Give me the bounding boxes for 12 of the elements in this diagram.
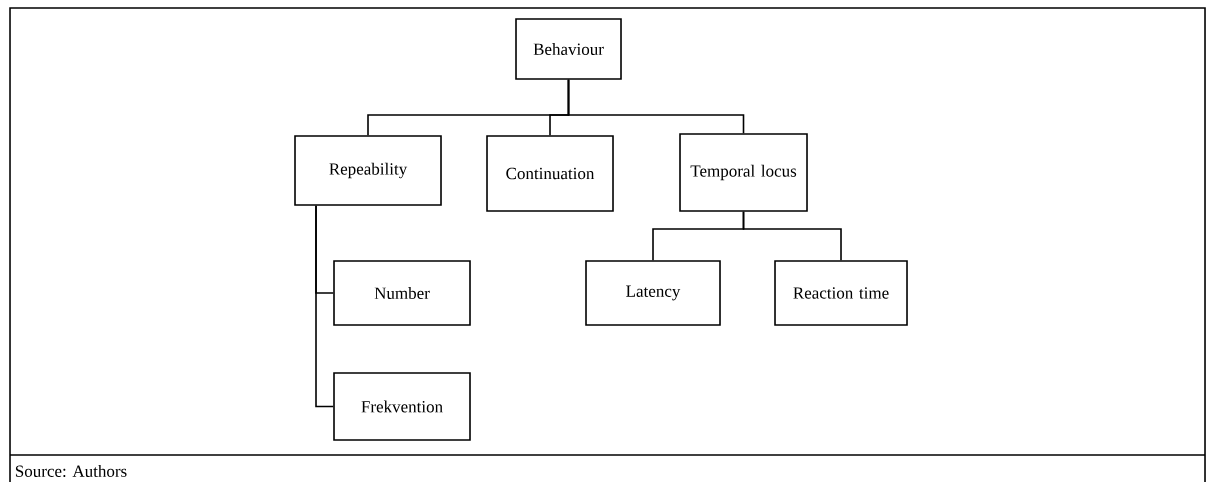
box: Reaction time (774, 260, 908, 326)
box: Temporal locus (679, 133, 808, 212)
connector (567, 79, 745, 134)
box: Latency (585, 260, 721, 326)
box: Continuation (486, 135, 614, 212)
box: Behaviour (515, 18, 622, 80)
connector (315, 205, 334, 408)
box: Number (333, 260, 471, 326)
box: Frekvention (333, 372, 471, 441)
caption: Source: Authors (15, 465, 127, 477)
connector (742, 211, 842, 261)
box: Repeability (294, 135, 442, 206)
